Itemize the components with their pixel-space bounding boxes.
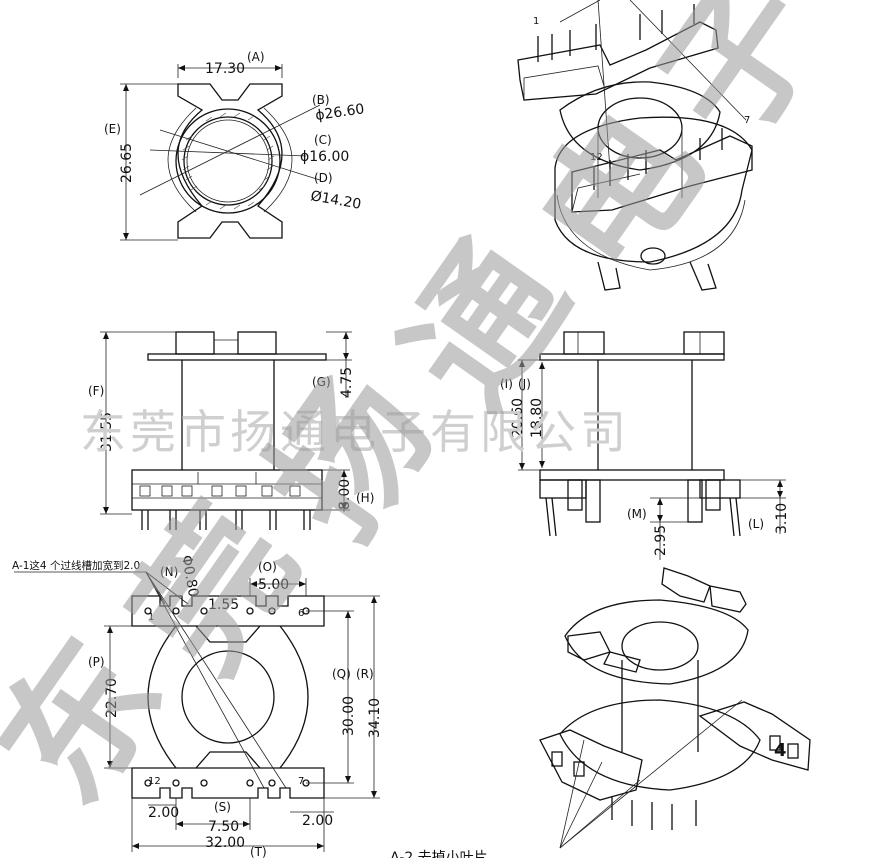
- iso-view-top: 1 7 12: [517, 0, 753, 291]
- note-a1: A-1这4 个过线槽加宽到2.0: [12, 559, 140, 572]
- dim-i-value: 20.60: [510, 398, 526, 438]
- dim-p-value: 22.70: [104, 678, 120, 718]
- dim-f-label: (F): [88, 384, 104, 398]
- dim-m-label: (M): [627, 507, 647, 521]
- dim-i-label: (I): [500, 377, 513, 391]
- bottom-pin-6: 6: [298, 608, 304, 619]
- dim-o-value: 5.00: [258, 577, 289, 593]
- bottom-view: A-1这4 个过线槽加宽到2.0 (N) Φ0.80 1.55 (O) 5.00…: [12, 554, 383, 858]
- dim-f-value: 31.55: [99, 412, 115, 452]
- dim-j-label: (J): [518, 377, 531, 391]
- dim-r-value: 34.10: [367, 698, 383, 738]
- dim-n-label: (N): [160, 565, 178, 579]
- dim-c-value: ϕ16.00: [300, 149, 349, 165]
- dim-r-label: (R): [356, 667, 374, 681]
- dim-e-value: 26.65: [119, 143, 135, 183]
- dim-q-label: (Q): [332, 667, 351, 681]
- dim-t-value: 32.00: [205, 835, 245, 851]
- dim-b-label: (B): [312, 93, 330, 107]
- dim-t2-value: 2.00: [302, 813, 333, 829]
- dim-c-label: (C): [314, 133, 332, 147]
- dim-p-label: (P): [88, 655, 105, 669]
- dim-g-value: 4.75: [339, 367, 355, 398]
- bottom-pin-12: 12: [148, 776, 161, 787]
- dim-s-value: 7.50: [208, 819, 239, 835]
- dim-h-value: 8.00: [337, 479, 353, 510]
- top-view: 17.30 (A) 26.65 (E) (B) ϕ26.60 (C) ϕ16.0…: [104, 50, 365, 241]
- bottom-pin-7: 7: [298, 776, 304, 787]
- dim-l-value: 3.10: [774, 503, 790, 534]
- iso-view-bottom: 4 A-2 去掉小叶片: [390, 567, 811, 858]
- dim-o-label: (O): [258, 560, 277, 574]
- dim-d-label: (D): [314, 171, 333, 185]
- dim-s2-value: 2.00: [148, 805, 179, 821]
- note-a2: A-2 去掉小叶片: [390, 850, 488, 858]
- iso-top-pin-12: 12: [590, 152, 603, 163]
- iso-top-pin-7: 7: [744, 115, 750, 126]
- bottom-pin-1: 1: [148, 612, 154, 623]
- dim-j-value: 18.80: [529, 398, 545, 438]
- watermark-company-line: 东莞市扬通电子有限公司: [80, 405, 630, 459]
- dim-b-value: ϕ26.60: [314, 101, 365, 124]
- iso-top-pin-1: 1: [533, 16, 539, 27]
- dim-q-value: 30.00: [341, 696, 357, 736]
- dim-g-label: (G): [312, 375, 331, 389]
- dim-n2-value: 1.55: [208, 597, 239, 613]
- dim-h-label: (H): [356, 491, 374, 505]
- dim-l-label: (L): [748, 517, 764, 531]
- dim-n-value: Φ0.80: [178, 554, 201, 598]
- dim-d-value: Ø14.20: [309, 188, 362, 213]
- dim-a-label: (A): [247, 50, 265, 64]
- side-view-left: 31.55 (F) 4.75 (G) 8.00 (H): [88, 331, 374, 530]
- dim-a-value: 17.30: [205, 61, 245, 77]
- iso-bottom-number: 4: [774, 740, 787, 761]
- dim-t-label: (T): [250, 845, 267, 858]
- dim-e-label: (E): [104, 122, 121, 136]
- dim-m-value: 2.95: [653, 525, 669, 556]
- side-view-right: 20.60 18.80 (I) (J) 2.95 (M) 3.10 (L): [500, 331, 790, 560]
- dim-s-label: (S): [214, 800, 231, 814]
